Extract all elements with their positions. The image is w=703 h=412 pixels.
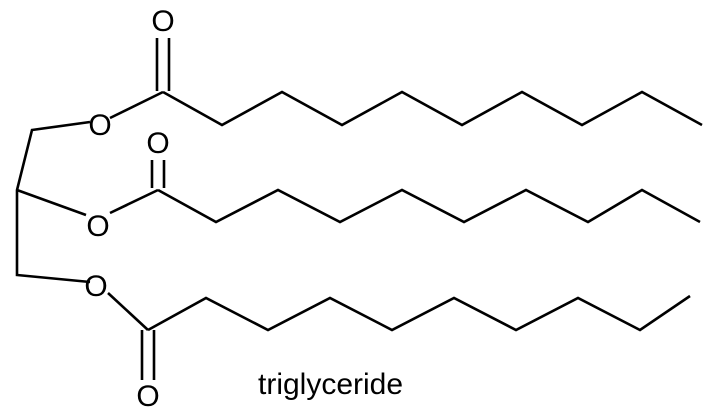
top-ester-oxygen-label: O: [88, 109, 111, 142]
bottom-carbonyl-oxygen-label: O: [136, 380, 159, 412]
bottom-ester-oxygen-to-carbonyl-bond: [107, 292, 149, 331]
backbone-middle-to-oxygen-bond: [16, 188, 87, 217]
top-fatty-acid-chain: [162, 90, 703, 127]
middle-carbonyl-oxygen-label: O: [146, 127, 169, 160]
top-ester-oxygen-to-carbonyl-bond: [109, 90, 164, 120]
top-carbonyl-oxygen-label: O: [151, 5, 174, 38]
diagram-caption: triglyceride: [258, 368, 403, 401]
middle-fatty-acid-chain: [157, 188, 701, 224]
bottom-fatty-acid-chain: [147, 294, 691, 332]
bottom-ester-oxygen-label: O: [84, 270, 107, 303]
middle-ester-oxygen-label: O: [86, 210, 109, 243]
middle-ester-oxygen-to-carbonyl-bond: [109, 188, 159, 215]
